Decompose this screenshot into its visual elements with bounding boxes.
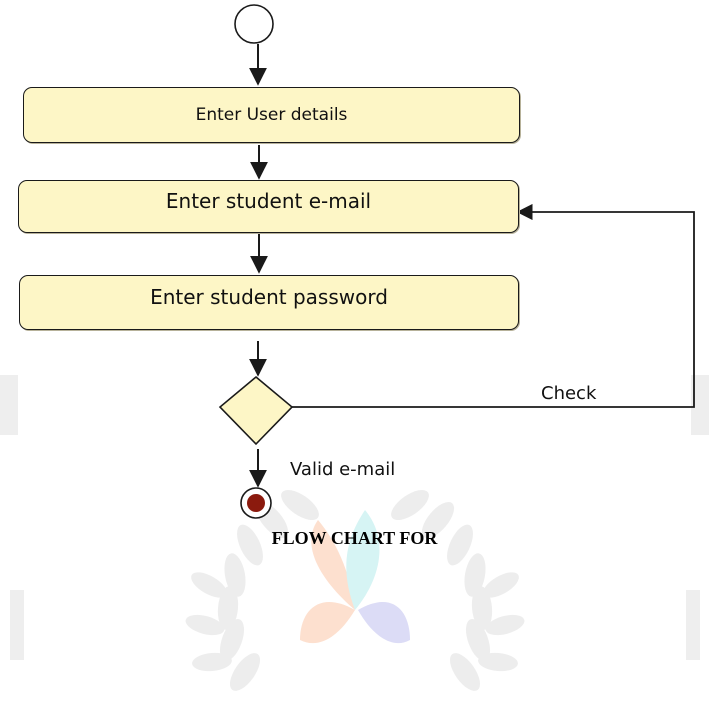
step-enter-user-details: Enter User details xyxy=(23,87,520,143)
step-label: Enter student password xyxy=(150,284,388,309)
step-label: Enter student e-mail xyxy=(165,188,372,213)
start-node-icon xyxy=(234,4,274,44)
valid-email-label: Valid e-mail xyxy=(290,459,396,480)
loop-back-connector xyxy=(292,203,695,408)
step-enter-student-email: Enter student e-mail xyxy=(18,180,519,233)
check-label: Check xyxy=(541,383,597,404)
figure-caption: FLOW CHART FOR xyxy=(271,528,438,548)
end-node-inner-icon xyxy=(247,494,265,512)
decision-diamond-icon xyxy=(218,375,294,446)
step-enter-student-password: Enter student password xyxy=(19,275,519,330)
step-label: Enter User details xyxy=(195,105,348,125)
